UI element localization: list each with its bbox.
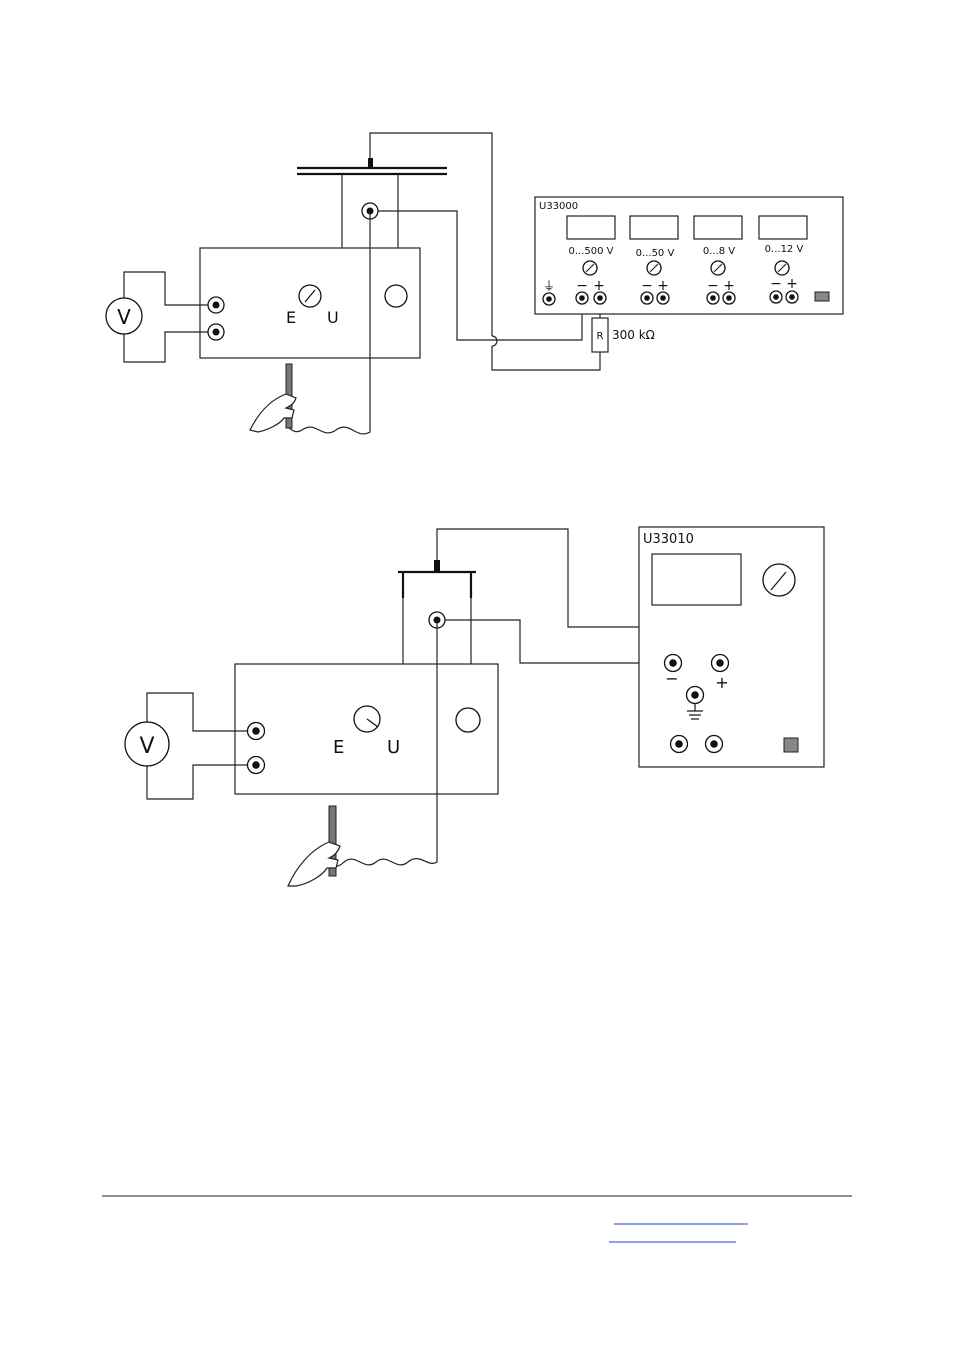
- display-8v: [694, 216, 742, 239]
- display-12v: [759, 216, 807, 239]
- resistor-label: R: [597, 331, 604, 342]
- terminal-minus-12: −: [770, 276, 782, 292]
- label-u-2: U: [387, 737, 400, 758]
- terminal-minus-2: −: [665, 669, 678, 688]
- supply-label-2: U33010: [643, 532, 694, 547]
- figure-1: E U V R 300 kΩ U33000 0...500 V 0...: [106, 133, 843, 434]
- footer: [102, 1196, 852, 1242]
- range-12v: 0...12 V: [765, 244, 804, 255]
- label-u-1: U: [327, 308, 339, 327]
- display-50v: [630, 216, 678, 239]
- figure-2: E U V U33010 − +: [125, 527, 824, 886]
- display-u33010: [652, 554, 741, 605]
- voltmeter-label-1: V: [117, 305, 131, 329]
- power-switch-1[interactable]: [815, 292, 829, 301]
- lamp-icon: [456, 708, 480, 732]
- plate-assembly-1: [297, 158, 447, 248]
- power-switch-2[interactable]: [784, 738, 798, 752]
- hand-probe-icon: [288, 806, 340, 886]
- lamp-icon: [385, 285, 407, 307]
- terminal-plus-12: +: [786, 276, 798, 292]
- range-50v: 0...50 V: [636, 248, 675, 259]
- terminal-plus-2: +: [715, 673, 728, 692]
- range-500v: 0...500 V: [568, 246, 613, 257]
- ground-symbol-1: ⏚: [543, 279, 555, 293]
- range-8v: 0...8 V: [703, 246, 735, 257]
- hand-probe-icon: [250, 364, 296, 432]
- supply-label-1: U33000: [539, 201, 578, 212]
- voltmeter-label-2: V: [139, 734, 154, 759]
- resistor-value: 300 kΩ: [612, 328, 655, 342]
- label-e-2: E: [333, 737, 344, 758]
- label-e-1: E: [286, 308, 296, 327]
- display-500v: [567, 216, 615, 239]
